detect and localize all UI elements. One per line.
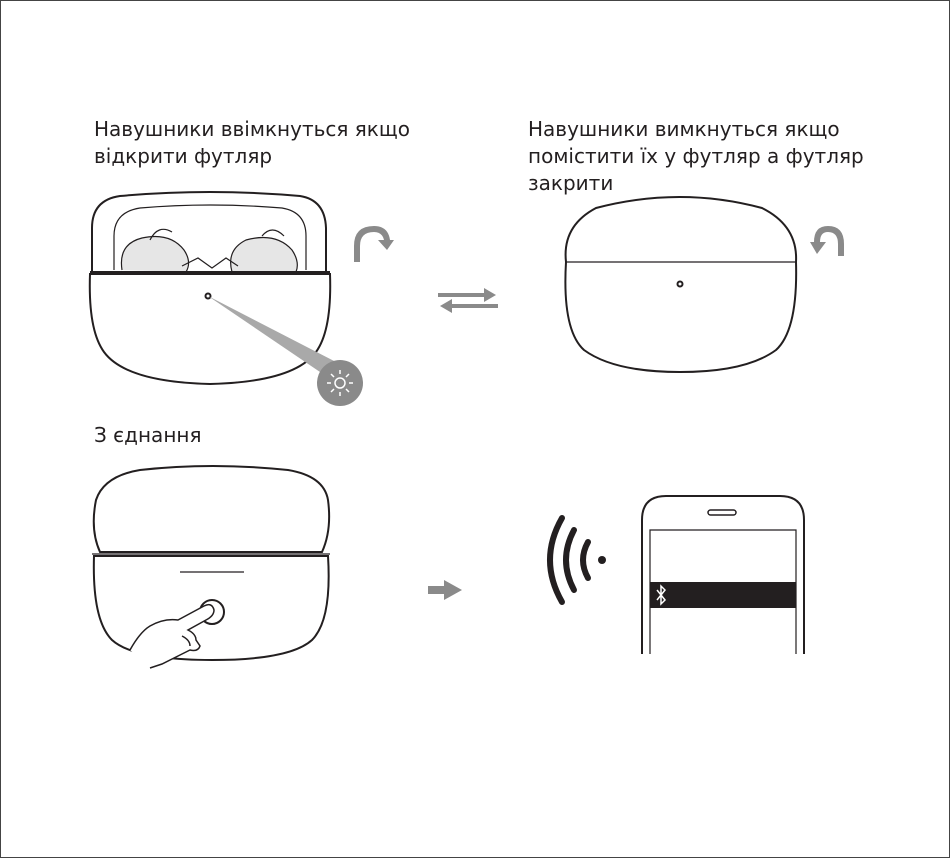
closed-case-illustration — [565, 197, 796, 372]
phone-speaker — [708, 510, 736, 515]
wireless-signal-icon — [550, 518, 606, 602]
open-case-illustration — [90, 192, 330, 384]
led-callout-bubble — [317, 360, 363, 406]
phone-illustration — [642, 496, 804, 654]
pairing-case-illustration — [92, 466, 330, 660]
exchange-arrows-icon — [438, 288, 498, 313]
earbuds — [121, 229, 297, 272]
bluetooth-list-item[interactable] — [650, 582, 796, 608]
curved-arrow-icon — [810, 226, 844, 256]
arrow-right-icon — [428, 580, 462, 600]
curved-arrow-icon — [354, 226, 394, 262]
